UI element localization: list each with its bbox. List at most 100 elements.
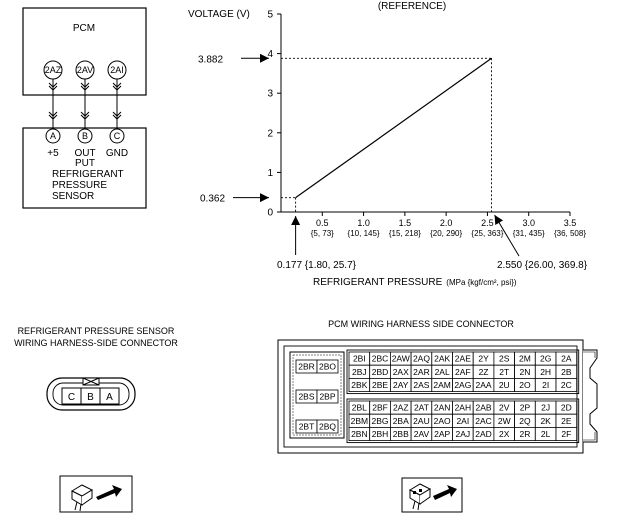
- pin-label: 2BO: [319, 362, 336, 372]
- pin-label: 2AQ: [413, 354, 430, 364]
- x-tick-sublabel: {15, 218}: [389, 229, 421, 238]
- pin-label: 2AH: [455, 403, 472, 413]
- pcm-pin-2ai: 2AI: [107, 60, 127, 80]
- x-tick-label: 3.5: [564, 218, 577, 228]
- pin-label: 2W: [498, 416, 511, 426]
- pin-label: 2AU: [413, 416, 430, 426]
- sensor-connector-pin-c: C: [68, 392, 75, 403]
- pin-label: 2S: [499, 354, 510, 364]
- x-tick-label: 0.5: [316, 218, 329, 228]
- pin-label: 2A: [561, 354, 572, 364]
- pin-label: 2K: [540, 416, 551, 426]
- pin-label: 2H: [540, 367, 551, 377]
- chart-axes: [280, 14, 570, 213]
- pin-label: 2AG: [454, 380, 471, 390]
- pin-label: 2AC: [475, 416, 492, 426]
- harness-side-view-icon-pcm: [401, 477, 463, 513]
- pin-label: 2M: [519, 354, 531, 364]
- pin-label: 2BF: [372, 403, 388, 413]
- y-tick-label: 1: [267, 168, 273, 179]
- harness-side-view-icon: [59, 475, 133, 513]
- pin-label: 2AJ: [456, 429, 471, 439]
- chart-subtitle: (REFERENCE): [378, 1, 446, 12]
- pin-label: 2BD: [372, 367, 389, 377]
- x-tick-sublabel: {31, 435}: [513, 229, 545, 238]
- pin-label: 2BJ: [352, 367, 367, 377]
- pin-cell-2c: [555, 377, 578, 392]
- annotation-high-pressure: 2.550 {26.00, 369.8}: [497, 260, 588, 271]
- pin-label: 2AA: [476, 380, 492, 390]
- pin-label: 2N: [520, 367, 531, 377]
- y-tick-label: 2: [267, 128, 273, 139]
- x-tick-label: 1.0: [357, 218, 370, 228]
- pin-label: 2BA: [393, 416, 409, 426]
- pin-label: 2Y: [478, 354, 489, 364]
- sensor-connector-pin-a: A: [106, 392, 113, 403]
- chart-series: [295, 57, 492, 199]
- pin-label: 2BL: [352, 403, 367, 413]
- pin-label: 2AO: [434, 416, 451, 426]
- pin-label: 2E: [561, 416, 572, 426]
- pin-label: 2Z: [479, 367, 489, 377]
- pin-label: 2BI: [353, 354, 366, 364]
- pin-label: 2BS: [298, 392, 314, 402]
- x-tick-sublabel: {20, 290}: [430, 229, 462, 238]
- pin-label: 2AZ: [393, 403, 409, 413]
- pin-label: 2BT: [299, 422, 315, 432]
- pin-label: 2C: [561, 380, 572, 390]
- pcm-pin-2az: 2AZ: [43, 60, 63, 80]
- pin-label: 2AM: [433, 380, 450, 390]
- x-ticks: 0.5{5, 73}1.0{10, 145}1.5{15, 218}2.0{20…: [311, 212, 586, 238]
- pin-label: 2AI: [456, 416, 469, 426]
- pin-label: 2AB: [476, 403, 492, 413]
- pin-label: 2V: [499, 403, 510, 413]
- pin-label: 2BM: [351, 416, 368, 426]
- annotation-low-voltage: 0.362: [200, 194, 225, 205]
- wire-2az-a: [48, 79, 58, 128]
- sensor-connector-face: C B A: [46, 377, 136, 411]
- x-tick-label: 3.0: [522, 218, 535, 228]
- pin-label-gnd: GND: [106, 148, 128, 159]
- arrow-high-pressure: [494, 214, 520, 257]
- pin-label: 2Q: [519, 416, 531, 426]
- pin-label: 2AP: [434, 429, 450, 439]
- pin-cell-2bo: [316, 359, 339, 374]
- x-tick-label: 2.5: [481, 218, 494, 228]
- pin-label: 2R: [520, 429, 531, 439]
- x-tick-sublabel: {36, 508}: [554, 229, 586, 238]
- sensor-pin-b: B: [77, 128, 93, 144]
- x-tick-label: 2.0: [440, 218, 453, 228]
- pin-label: 2BN: [351, 429, 368, 439]
- pin-cell-2bq: [316, 419, 339, 434]
- pin-label: 2AF: [455, 367, 471, 377]
- sensor-pin-a: A: [45, 128, 61, 144]
- pcm-label: PCM: [73, 23, 95, 34]
- pin-label: 2AV: [414, 429, 430, 439]
- pin-label: 2BQ: [319, 422, 336, 432]
- voltage-line: [295, 57, 492, 199]
- pcm-connector-section: PCM WIRING HARNESS SIDE CONNECTOR 2BR 2BO…: [277, 319, 598, 513]
- pin-cell-2bp: [316, 389, 339, 404]
- pin-label: 2U: [499, 380, 510, 390]
- x-tick-sublabel: {25, 363}: [471, 229, 503, 238]
- pin-cell-2f: [555, 426, 578, 441]
- pcm-connector-title: PCM WIRING HARNESS SIDE CONNECTOR: [328, 319, 514, 329]
- pin-label: 2L: [541, 429, 551, 439]
- pin-label: 2BK: [351, 380, 367, 390]
- wire-2av-b: [80, 79, 90, 128]
- pin-label: 2T: [499, 367, 509, 377]
- sensor-connector-title-1: REFRIGERANT PRESSURE SENSOR: [18, 326, 175, 336]
- pin-label: 2BR: [298, 362, 315, 372]
- y-tick-label: 5: [267, 10, 273, 21]
- svg-text:2AI: 2AI: [110, 65, 124, 75]
- sensor-box: [22, 127, 147, 209]
